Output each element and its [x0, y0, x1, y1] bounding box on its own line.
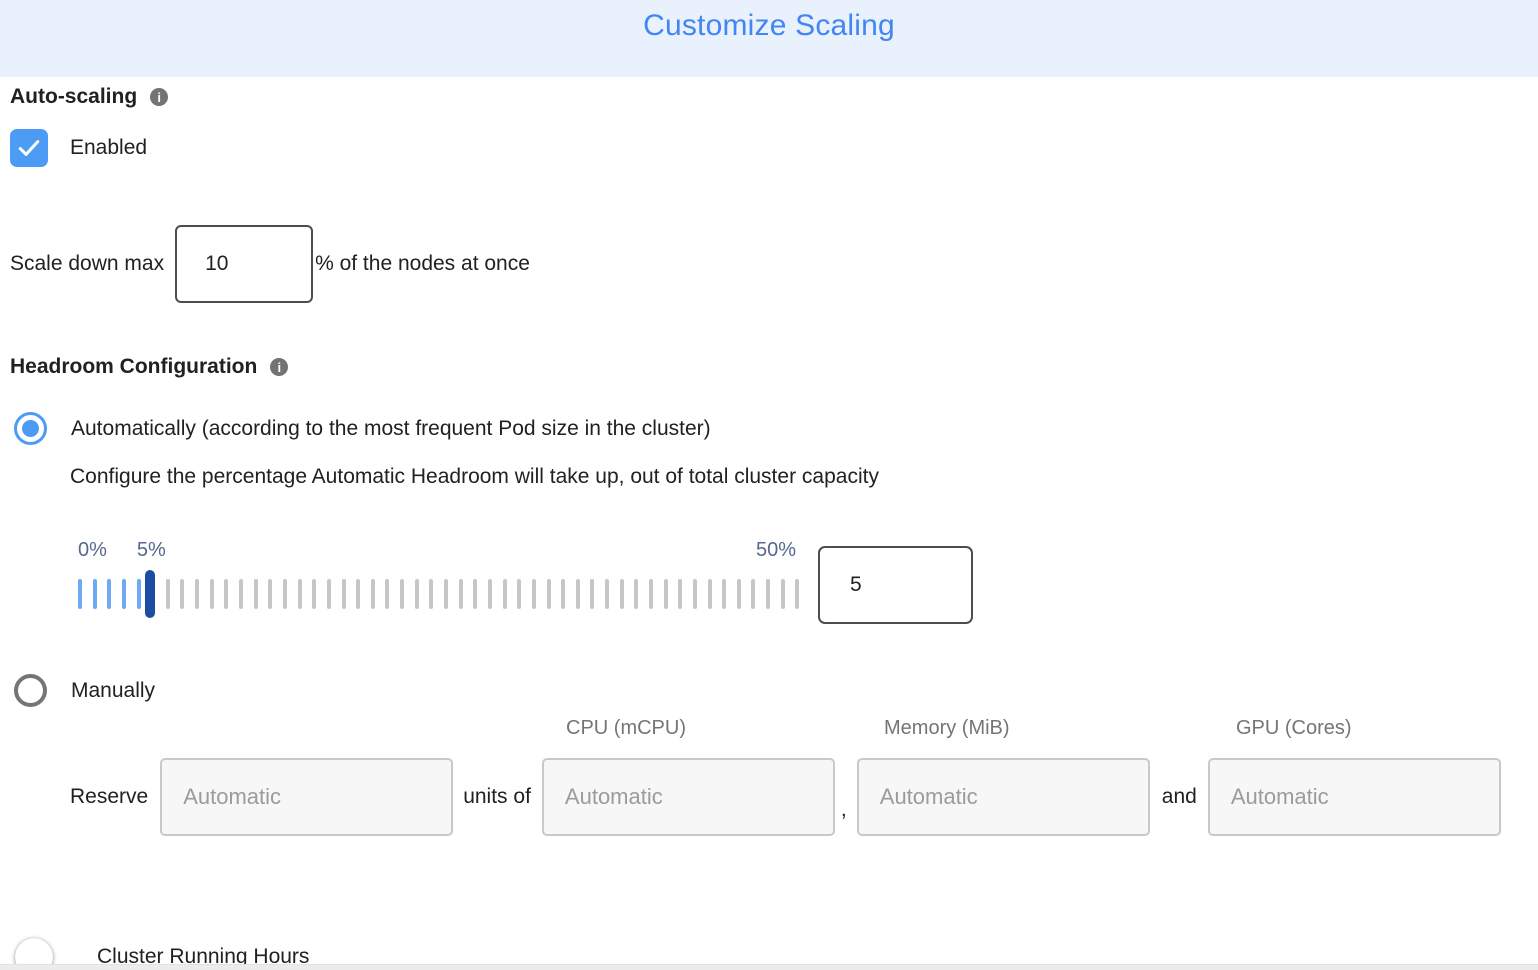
- page-title: Customize Scaling: [643, 9, 895, 42]
- reserve-row: Reserve units of , and: [0, 717, 1538, 836]
- manually-radio[interactable]: [14, 674, 47, 707]
- slider-tick: [634, 579, 639, 609]
- slider-tick: [341, 579, 346, 609]
- headroom-section-header: Headroom Configuration i: [10, 355, 1538, 379]
- slider-tick: [195, 579, 200, 609]
- headroom-manual-option: Manually: [14, 674, 1538, 707]
- slider-tick: [502, 579, 507, 609]
- slider-tick: [385, 579, 390, 609]
- headroom-percentage-row: 0% 5% 50%: [78, 539, 1538, 624]
- radio-dot: [22, 420, 39, 437]
- slider-tick: [444, 579, 449, 609]
- slider-tick: [92, 579, 97, 609]
- slider-tick: [458, 579, 463, 609]
- slider-tick: [121, 579, 126, 609]
- slider-tick: [370, 579, 375, 609]
- slider-tick: [795, 579, 800, 609]
- slider-tick: [268, 579, 273, 609]
- manual-headroom-block: CPU (mCPU) Memory (MiB) GPU (Cores) Rese…: [0, 717, 1538, 836]
- slider-tick: [78, 579, 82, 609]
- and-label: and: [1161, 785, 1197, 808]
- slider-tick: [707, 579, 712, 609]
- slider-tick: [663, 579, 668, 609]
- automatic-radio[interactable]: [14, 412, 47, 445]
- slider-tick: [531, 579, 536, 609]
- slider-tick: [356, 579, 361, 609]
- slider-tick: [487, 579, 492, 609]
- scale-down-suffix-label: % of the nodes at once: [315, 252, 530, 275]
- reserve-units-input[interactable]: [160, 758, 454, 836]
- slider-ticks[interactable]: [78, 570, 800, 618]
- auto-scaling-label: Auto-scaling: [10, 85, 138, 108]
- bottom-divider: [0, 964, 1538, 970]
- slider-tick: [648, 579, 653, 609]
- automatic-headroom-description: Configure the percentage Automatic Headr…: [70, 465, 879, 488]
- slider-tick: [326, 579, 331, 609]
- enabled-label: Enabled: [70, 136, 148, 159]
- slider-tick: [517, 579, 522, 609]
- slider-tick: [224, 579, 229, 609]
- cpu-input[interactable]: [541, 758, 835, 836]
- headroom-automatic-option: Automatically (according to the most fre…: [14, 412, 1538, 445]
- slider-tick: [678, 579, 683, 609]
- slider-tick: [780, 579, 785, 609]
- headroom-percentage-input[interactable]: [818, 546, 973, 624]
- slider-tick: [312, 579, 317, 609]
- manually-radio-label: Manually: [71, 678, 156, 702]
- slider-tick: [297, 579, 302, 609]
- slider-tick: [253, 579, 258, 609]
- slider-tick: [692, 579, 697, 609]
- slider-tick: [400, 579, 405, 609]
- gpu-input[interactable]: [1207, 758, 1501, 836]
- slider-tick: [282, 579, 287, 609]
- slider-tick: [414, 579, 419, 609]
- auto-scaling-enabled-row: Enabled: [10, 129, 1538, 167]
- slider-tick: [239, 579, 244, 609]
- slider-tick: [209, 579, 214, 609]
- auto-scaling-enabled-checkbox[interactable]: [10, 129, 48, 167]
- automatic-radio-label: Automatically (according to the most fre…: [71, 416, 711, 440]
- slider-tick: [136, 579, 141, 609]
- scale-down-max-input[interactable]: [175, 225, 314, 303]
- auto-scaling-section-header: Auto-scaling i: [10, 85, 1538, 109]
- slider-tick: [473, 579, 478, 609]
- slider-tick: [180, 579, 185, 609]
- reserve-label: Reserve: [70, 785, 149, 808]
- slider-tick: [575, 579, 580, 609]
- slider-max-label: 50%: [755, 539, 796, 561]
- slider-tick: [766, 579, 771, 609]
- slider-tick: [107, 579, 112, 609]
- checkmark-icon: [18, 140, 40, 156]
- slider-tick: [619, 579, 624, 609]
- units-of-label: units of: [463, 785, 531, 808]
- info-icon[interactable]: i: [270, 358, 289, 376]
- slider-tick: [165, 579, 170, 609]
- cluster-running-hours-label: Cluster Running Hours: [97, 945, 310, 968]
- slider-labels: 0% 5% 50%: [78, 539, 800, 564]
- cpu-column-header: CPU (mCPU): [566, 717, 686, 739]
- info-icon[interactable]: i: [150, 88, 169, 106]
- slider-tick: [605, 579, 610, 609]
- slider-tick: [751, 579, 756, 609]
- comma-label: ,: [840, 798, 847, 821]
- memory-column-header: Memory (MiB): [884, 717, 1010, 739]
- scale-down-prefix-label: Scale down max: [10, 252, 165, 275]
- slider-tick: [429, 579, 434, 609]
- slider-tick: [590, 579, 595, 609]
- slider-tick: [546, 579, 551, 609]
- slider-min-label: 0%: [78, 539, 107, 561]
- slider-tick: [561, 579, 566, 609]
- memory-input[interactable]: [856, 758, 1150, 836]
- slider-tick: [736, 579, 741, 609]
- slider-current-label: 5%: [136, 539, 166, 561]
- gpu-column-header: GPU (Cores): [1236, 717, 1352, 739]
- scale-down-row: Scale down max % of the nodes at once: [10, 225, 1538, 303]
- headroom-configuration-label: Headroom Configuration: [10, 355, 258, 378]
- slider-handle[interactable]: [145, 570, 156, 618]
- slider-tick: [722, 579, 727, 609]
- panel-header: Customize Scaling: [0, 0, 1538, 77]
- headroom-percentage-slider: 0% 5% 50%: [78, 539, 800, 618]
